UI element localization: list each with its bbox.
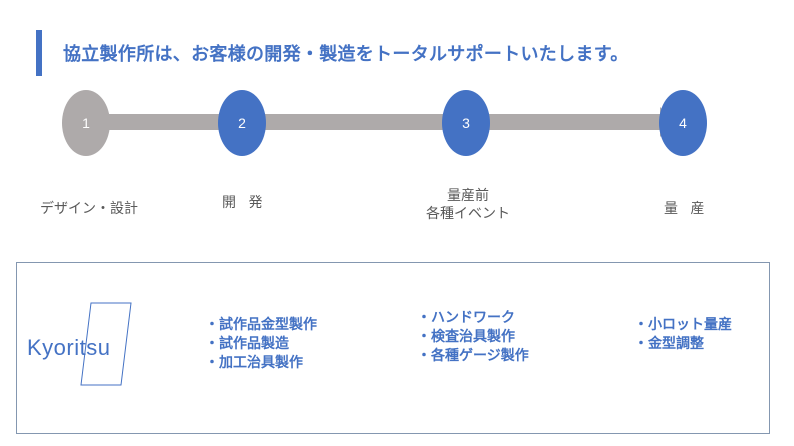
service-item: ・各種ゲージ製作 [417, 348, 529, 364]
service-group-mass-production: ・小ロット量産 ・金型調整 [634, 316, 732, 354]
service-item: ・試作品金型製作 [205, 317, 317, 333]
services-panel: Kyoritsu ・試作品金型製作 ・試作品製造 ・加工治具製作 ・ハンドワーク… [16, 262, 770, 434]
process-arrow-shaft [90, 114, 664, 130]
step-circle-2: 2 [218, 90, 266, 156]
step-number: 2 [238, 115, 246, 131]
page-title: 協立製作所は、お客様の開発・製造をトータルサポートいたします。 [63, 44, 629, 65]
step-label-mass-production: 量 産 [664, 201, 709, 217]
service-item: ・ハンドワーク [417, 310, 515, 326]
step-label-development: 開 発 [222, 195, 267, 211]
step-label-line: 各種イベント [426, 206, 510, 222]
step-number: 3 [462, 115, 470, 131]
service-item: ・検査治具製作 [417, 329, 515, 345]
step-number: 1 [82, 115, 90, 131]
kyoritsu-logo-text: Kyoritsu [27, 335, 111, 360]
kyoritsu-logo-mark [80, 302, 132, 386]
step-circle-4: 4 [659, 90, 707, 156]
service-item: ・金型調整 [634, 336, 704, 352]
step-number: 4 [679, 115, 687, 131]
step-label-line: 量産前 [447, 188, 489, 204]
heading-accent-bar [36, 30, 42, 76]
service-group-development: ・試作品金型製作 ・試作品製造 ・加工治具製作 [205, 316, 317, 373]
service-item: ・小ロット量産 [634, 317, 732, 333]
step-circle-3: 3 [442, 90, 490, 156]
service-group-preproduction: ・ハンドワーク ・検査治具製作 ・各種ゲージ製作 [417, 309, 529, 366]
step-circle-1: 1 [62, 90, 110, 156]
service-item: ・試作品製造 [205, 336, 289, 352]
step-label-design: デザイン・設計 [40, 201, 138, 217]
service-item: ・加工治具製作 [205, 355, 303, 371]
step-label-preproduction: 量産前 各種イベント [418, 187, 518, 223]
